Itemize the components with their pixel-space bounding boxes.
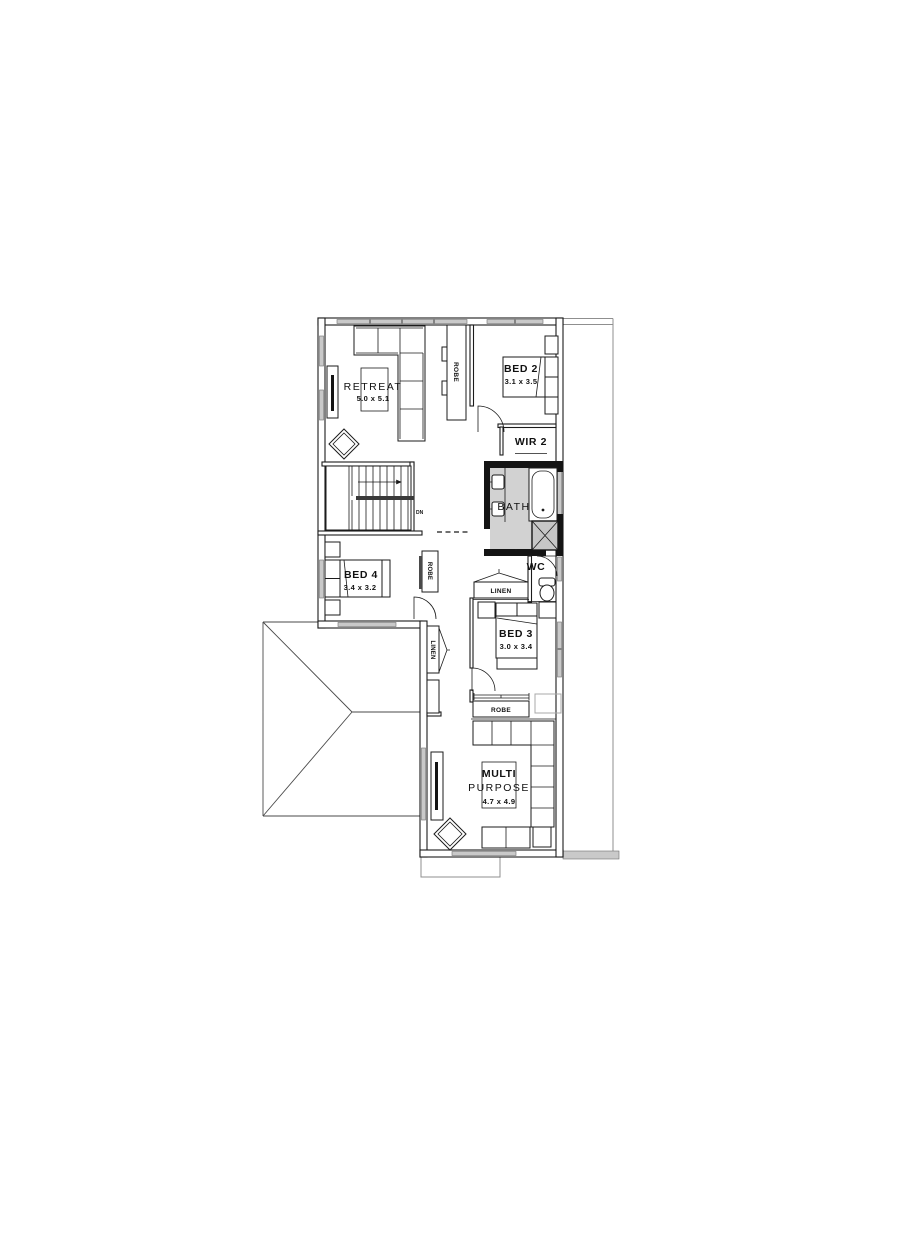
retreat-side-table — [328, 428, 360, 460]
linen-hall-top-label: LINEN — [491, 588, 512, 595]
stair-handrail — [356, 496, 414, 500]
wc-label: WC — [527, 561, 546, 573]
room-bed3: BED 3 3.0 x 3.4 ROBE — [472, 601, 562, 718]
bed4-nightstand-bottom — [324, 599, 341, 616]
bed3-nightstand-right — [538, 601, 557, 619]
stair-direction-label: DN — [416, 510, 424, 516]
bath-vanity — [490, 468, 506, 522]
bed4-bed — [324, 559, 391, 598]
room-bed4: BED 4 3.4 x 3.2 ROBE — [324, 541, 439, 616]
robe-bed4-cabinet: ROBE — [419, 550, 439, 593]
bed4-dims: 3.4 x 3.2 — [344, 583, 377, 592]
hall-cabinet — [426, 679, 440, 714]
bath-walls — [484, 461, 563, 556]
robe-bed2-label: ROBE — [452, 362, 459, 382]
multipurpose-label-2: PURPOSE — [468, 782, 530, 794]
roof-band-bottom-right — [562, 850, 620, 860]
room-bed2: BED 2 3.1 x 3.5 — [502, 335, 559, 415]
multipurpose-sofa — [471, 718, 557, 829]
multipurpose-side-table — [433, 817, 467, 851]
retreat-tv-unit — [326, 365, 339, 419]
room-wc: WC — [527, 561, 556, 602]
bed3-label: BED 3 — [499, 628, 533, 640]
bed3-nightstand-left — [477, 601, 496, 619]
room-multipurpose: MULTI PURPOSE 4.7 x 4.9 — [430, 718, 557, 851]
room-bath: BATH — [490, 467, 559, 551]
robe-bed2-cabinet: ROBE — [441, 324, 467, 421]
retreat-sofa — [353, 325, 426, 442]
bed3-dims: 3.0 x 3.4 — [500, 642, 533, 651]
bed3-door — [471, 667, 496, 692]
bed2-nightstand-top — [544, 335, 559, 355]
retreat-label: RETREAT — [344, 381, 403, 393]
toilet — [538, 577, 556, 602]
robe-bed3-cabinet: ROBE — [472, 693, 562, 718]
multipurpose-label-1: MULTI — [482, 768, 516, 780]
bed3-bed — [495, 602, 538, 670]
multipurpose-dims: 4.7 x 4.9 — [483, 797, 516, 806]
linen-hall-side-cabinet: LINEN — [426, 625, 450, 674]
bed4-door — [413, 596, 437, 620]
multipurpose-rug — [481, 761, 517, 809]
linen-hall-top-cabinet: LINEN — [473, 569, 529, 599]
bed4-label: BED 4 — [344, 569, 378, 581]
bathtub — [528, 467, 558, 522]
multipurpose-ottoman — [481, 826, 552, 849]
bed4-nightstand-top — [324, 541, 341, 558]
windows — [319, 319, 562, 856]
bath-label: BATH — [497, 501, 530, 513]
room-wir2: WIR 2 — [515, 436, 547, 448]
wc-door — [536, 555, 558, 577]
wir2-label: WIR 2 — [515, 436, 547, 448]
room-retreat: RETREAT 5.0 x 5.1 ROBE — [326, 324, 467, 460]
bed2-dims: 3.1 x 3.5 — [505, 377, 538, 386]
bed2-door — [477, 405, 505, 433]
hall-storage: LINEN LINEN — [426, 569, 529, 714]
multipurpose-tv-unit — [430, 751, 444, 821]
retreat-rug — [360, 367, 389, 412]
robe-bed3-label: ROBE — [491, 707, 511, 714]
retreat-dims: 5.0 x 5.1 — [357, 394, 390, 403]
bed2-label: BED 2 — [504, 363, 538, 375]
bed2-bed — [502, 356, 559, 398]
hip-roof — [262, 621, 422, 817]
linen-hall-side-label: LINEN — [429, 641, 435, 660]
staircase: DN — [325, 465, 424, 531]
robe-bed3-void — [534, 693, 562, 714]
bed2-nightstand-bottom — [544, 396, 559, 415]
robe-bed4-label: ROBE — [426, 562, 432, 580]
shower — [531, 520, 559, 551]
